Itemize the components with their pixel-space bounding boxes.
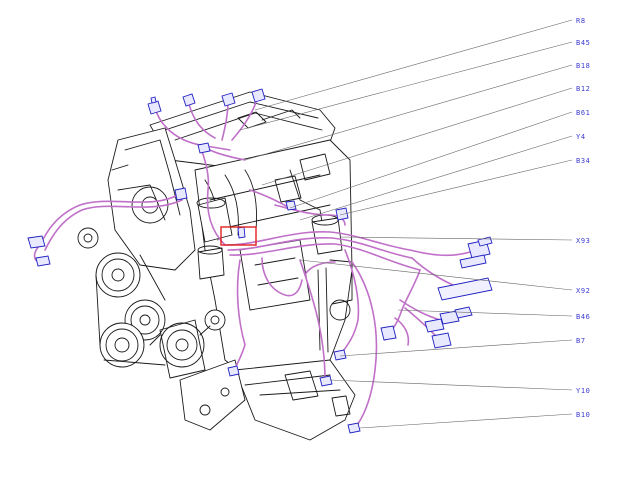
harness-connectors bbox=[27, 88, 493, 434]
callout-b12: B12 bbox=[576, 85, 590, 93]
callout-y4: Y4 bbox=[576, 133, 586, 141]
callout-b34: B34 bbox=[576, 157, 590, 165]
callout-x92: X92 bbox=[576, 287, 590, 295]
callout-r8: R8 bbox=[576, 17, 586, 25]
callout-leaders bbox=[239, 19, 573, 429]
callout-labels: R8 B45 B18 B12 B61 Y4 B34 X93 X92 B46 B7… bbox=[576, 17, 590, 419]
callout-b45: B45 bbox=[576, 39, 590, 47]
highlighted-component-box bbox=[220, 226, 257, 246]
callout-b10: B10 bbox=[576, 411, 590, 419]
callout-b7: B7 bbox=[576, 337, 586, 345]
callout-b18: B18 bbox=[576, 62, 590, 70]
callout-b61: B61 bbox=[576, 109, 590, 117]
callout-y10: Y10 bbox=[576, 387, 590, 395]
callout-b46: B46 bbox=[576, 313, 590, 321]
callout-x93: X93 bbox=[576, 237, 590, 245]
